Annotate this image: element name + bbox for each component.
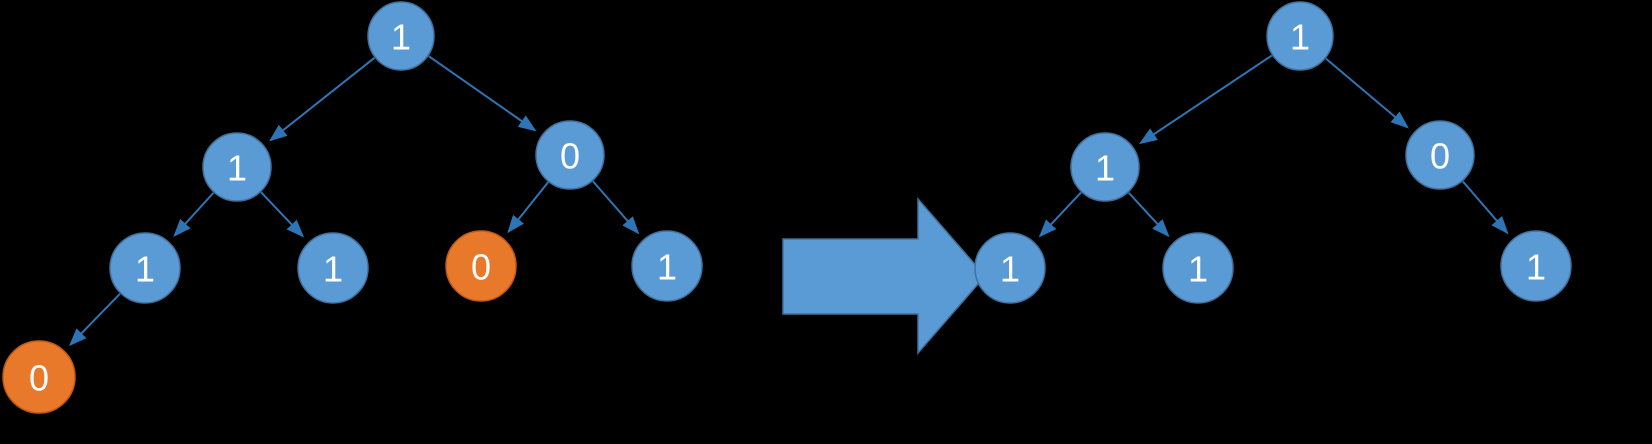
after-node-R-n4[interactable]: 1 [1162, 232, 1234, 304]
before-edge-L-n2-to-L-n6 [592, 180, 640, 235]
before-node-label-L-n2: 0 [560, 136, 580, 177]
before-node-label-L-n6: 1 [657, 247, 677, 288]
after-tree-nodes: 1 1 0 1 1 1 [974, 1, 1572, 304]
before-node-L-n4[interactable]: 1 [297, 232, 369, 304]
before-node-L-n1[interactable]: 1 [202, 132, 272, 202]
after-node-shape-R-n4 [1162, 232, 1234, 304]
after-node-R-n5[interactable]: 1 [1500, 230, 1572, 302]
before-node-L-n7[interactable]: 0 [2, 340, 76, 414]
before-node-L-n2[interactable]: 0 [535, 120, 605, 190]
before-node-shape-L-n6 [631, 230, 703, 302]
after-node-label-R-n2: 0 [1430, 136, 1450, 177]
after-edge-R-root-to-R-n1 [1139, 54, 1273, 145]
transform-right-arrow-icon [782, 196, 986, 356]
before-node-shape-L-root [367, 1, 435, 71]
transform-arrow-group [782, 196, 986, 356]
after-node-label-R-n3: 1 [1000, 249, 1020, 290]
after-node-label-R-root: 1 [1290, 17, 1310, 58]
after-edge-R-n2-to-R-n5 [1462, 180, 1509, 235]
before-edge-L-root-to-L-n1 [269, 57, 376, 142]
before-node-label-L-n3: 1 [135, 249, 155, 290]
after-node-shape-R-root [1266, 1, 1334, 71]
after-node-shape-R-n1 [1070, 132, 1140, 202]
after-node-shape-R-n2 [1405, 120, 1475, 190]
before-tree-nodes: 1 1 0 1 1 0 1 0 [2, 1, 703, 414]
after-node-R-root[interactable]: 1 [1266, 1, 1334, 71]
after-node-R-n1[interactable]: 1 [1070, 132, 1140, 202]
before-node-shape-L-n2 [535, 120, 605, 190]
before-edge-L-n3-to-L-n7 [68, 293, 121, 347]
before-node-L-n3[interactable]: 1 [109, 232, 181, 304]
before-node-L-root[interactable]: 1 [367, 1, 435, 71]
after-node-label-R-n5: 1 [1526, 247, 1546, 288]
before-node-shape-L-n3 [109, 232, 181, 304]
after-node-label-R-n1: 1 [1095, 148, 1115, 189]
after-node-R-n2[interactable]: 0 [1405, 120, 1475, 190]
before-edge-L-n2-to-L-n5 [507, 181, 549, 234]
before-node-label-L-n7: 0 [29, 358, 49, 399]
after-edge-R-root-to-R-n2 [1325, 57, 1409, 129]
before-node-label-L-n5: 0 [471, 247, 491, 288]
after-node-shape-R-n3 [974, 232, 1046, 304]
before-node-shape-L-n4 [297, 232, 369, 304]
before-edge-L-root-to-L-n2 [428, 55, 537, 132]
after-node-R-n3[interactable]: 1 [974, 232, 1046, 304]
before-node-shape-L-n5 [445, 230, 517, 302]
after-tree-edges [1038, 54, 1509, 238]
before-node-shape-L-n1 [202, 132, 272, 202]
before-edge-L-n1-to-L-n4 [260, 191, 305, 238]
before-tree-edges [68, 55, 640, 347]
before-edge-L-n1-to-L-n3 [173, 192, 215, 237]
before-node-shape-L-n7 [2, 340, 76, 414]
before-node-L-n5[interactable]: 0 [445, 230, 517, 302]
after-edge-R-n1-to-R-n3 [1038, 191, 1082, 238]
after-edge-R-n1-to-R-n4 [1127, 192, 1170, 238]
after-node-label-R-n4: 1 [1188, 249, 1208, 290]
after-node-shape-R-n5 [1500, 230, 1572, 302]
before-node-label-L-n4: 1 [323, 249, 343, 290]
before-node-label-L-n1: 1 [227, 148, 247, 189]
before-node-L-n6[interactable]: 1 [631, 230, 703, 302]
before-node-label-L-root: 1 [391, 17, 411, 58]
